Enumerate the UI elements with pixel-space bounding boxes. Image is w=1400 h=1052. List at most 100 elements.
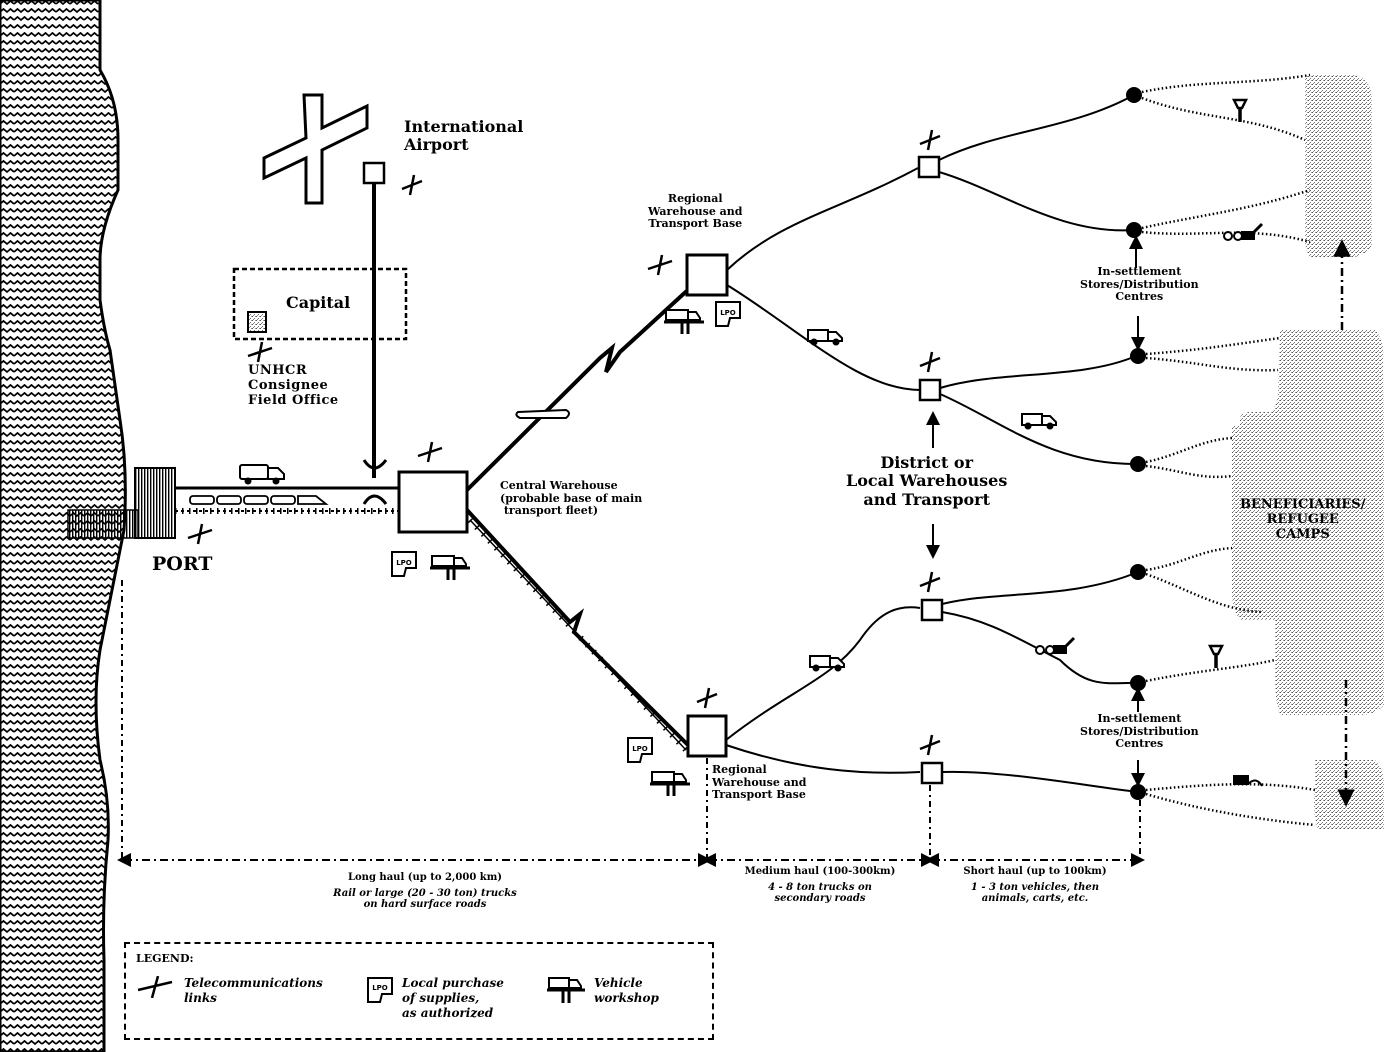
road-regional-top-district-2	[726, 284, 921, 391]
distribution-centre-4	[1130, 456, 1146, 472]
port-label: PORT	[152, 553, 213, 575]
road-regional-bottom-district-3	[725, 606, 921, 741]
legend-item-workshop: Vehicle workshop	[546, 976, 659, 1006]
district-warehouses-label: District or Local Warehouses and Transpo…	[846, 453, 1008, 509]
district-warehouse-4	[920, 761, 944, 785]
legend-text: Telecommunications links	[184, 976, 323, 1005]
train-icon	[189, 495, 329, 505]
refugee-camps-area	[1232, 75, 1385, 830]
telecommunications-icon	[919, 734, 941, 756]
haul-description: Rail or large (20 - 30 ton) trucks on ha…	[333, 887, 517, 911]
regional-warehouse-bottom-label: Regional Warehouse and Transport Base	[712, 763, 807, 802]
district-warehouse-3	[920, 598, 944, 622]
haul-description: 1 - 3 ton vehicles, then animals, carts,…	[970, 881, 1100, 905]
svg-text:LPO: LPO	[372, 984, 388, 992]
vehicle-workshop-icon	[664, 309, 704, 334]
regional-warehouse-top-box	[685, 253, 729, 297]
haul-range-short: Short haul (up to 100km) 1 - 3 ton vehic…	[935, 866, 1135, 905]
legend-item-telecom: Telecommunications links	[136, 976, 323, 1006]
svg-text:LPO: LPO	[396, 559, 412, 567]
lpo-icons: LPO LPO LPO	[391, 301, 741, 763]
road-regional-bottom-district-4	[725, 744, 921, 774]
in-settlement-bottom-label: In-settlement Stores/Distribution Centre…	[1080, 712, 1199, 751]
final-delivery-paths	[1141, 73, 1316, 827]
distribution-centre-5	[1130, 564, 1146, 580]
road-central-regional-top	[465, 286, 692, 492]
haul-dividers	[121, 580, 1141, 860]
distribution-centre-1	[1126, 87, 1142, 103]
telecommunications-icon	[919, 129, 941, 151]
sea-coastline	[0, 0, 127, 1052]
haul-range-long: Long haul (up to 2,000 km) Rail or large…	[310, 872, 540, 911]
district-roads	[938, 94, 1139, 793]
airport-icon	[262, 93, 386, 478]
distribution-centres	[1126, 87, 1146, 800]
vehicle-workshop-icon	[547, 977, 585, 1003]
water-points	[1207, 98, 1249, 668]
central-warehouse-label: Central Warehouse (probable base of main…	[500, 479, 643, 518]
local-purchase-icon: LPO	[715, 301, 741, 327]
water-point-icon	[1207, 644, 1225, 668]
legend-title: LEGEND:	[136, 952, 194, 965]
in-settlement-top-label: In-settlement Stores/Distribution Centre…	[1080, 265, 1199, 304]
truck-icon	[807, 329, 843, 346]
telecommunications-icon	[247, 341, 273, 363]
svg-text:LPO: LPO	[632, 745, 648, 753]
distribution-centre-7	[1130, 784, 1146, 800]
legend: LEGEND: Telecommunications links LPO Loc…	[124, 942, 714, 1040]
distribution-centre-2	[1126, 222, 1142, 238]
distribution-centre-3	[1130, 348, 1146, 364]
vehicle-workshop-icon	[430, 555, 470, 580]
beneficiaries-label: BENEFICIARIES/ REFUGEE CAMPS	[1240, 497, 1366, 542]
transfer-point-icon	[362, 494, 388, 505]
airport-label: International Airport	[404, 117, 524, 155]
regional-warehouse-bottom-box	[686, 714, 728, 758]
local-purchase-icon: LPO	[391, 551, 417, 577]
telecommunications-icon	[187, 523, 213, 545]
air-cargo-arrow-icon	[362, 459, 388, 470]
district-warehouse-2	[918, 378, 942, 402]
road-regional-top-district-1	[726, 167, 919, 271]
telecommunications-icon	[919, 571, 941, 593]
aircraft-icon	[515, 408, 570, 419]
haul-title: Short haul (up to 100km)	[963, 866, 1107, 877]
district-warehouse-1	[917, 155, 941, 179]
animal-cart-icon	[1223, 222, 1264, 241]
vehicle-workshop-icon	[650, 771, 690, 796]
haul-description: 4 - 8 ton trucks on secondary roads	[768, 881, 872, 905]
telecommunications-icon	[919, 351, 941, 373]
haul-range-medium: Medium haul (100-300km) 4 - 8 ton trucks…	[720, 866, 920, 905]
svg-text:LPO: LPO	[720, 309, 736, 317]
legend-text: Vehicle workshop	[594, 976, 659, 1005]
telecom-symbols	[187, 129, 941, 756]
legend-item-lpo: LPO Local purchase of supplies, as autho…	[366, 976, 504, 1021]
legend-text: Local purchase of supplies, as authorize…	[402, 976, 504, 1020]
workshop-icons	[430, 309, 704, 796]
telecommunications-icon	[137, 976, 173, 998]
small-trucks	[807, 329, 1057, 672]
truck-icon	[1021, 413, 1057, 430]
road-rail-central-regional-bottom	[465, 508, 690, 753]
telecommunications-icon	[417, 441, 443, 463]
animal-cart-icon	[1035, 636, 1076, 655]
water-point-icon	[1231, 98, 1249, 122]
truck-icon	[809, 655, 845, 672]
capital-label: Capital	[286, 293, 351, 312]
port-structure	[67, 467, 176, 539]
unhcr-office-label: UNHCR Consignee Field Office	[248, 363, 339, 408]
local-purchase-icon: LPO	[627, 737, 653, 763]
animal-cart-icon	[1233, 775, 1263, 787]
haul-title: Long haul (up to 2,000 km)	[347, 872, 503, 883]
regional-warehouse-top-label: Regional Warehouse and Transport Base	[648, 192, 743, 231]
animal-carts	[1035, 222, 1264, 787]
telecommunications-icon	[696, 687, 718, 709]
unhcr-office-icon	[247, 311, 267, 333]
telecommunications-icon	[647, 254, 673, 276]
central-warehouse-box	[397, 470, 469, 534]
truck-icon	[239, 464, 285, 485]
local-purchase-icon: LPO	[367, 977, 393, 1003]
haul-title: Medium haul (100-300km)	[744, 866, 896, 877]
telecommunications-icon	[401, 174, 423, 196]
capital-boundary	[232, 267, 408, 341]
